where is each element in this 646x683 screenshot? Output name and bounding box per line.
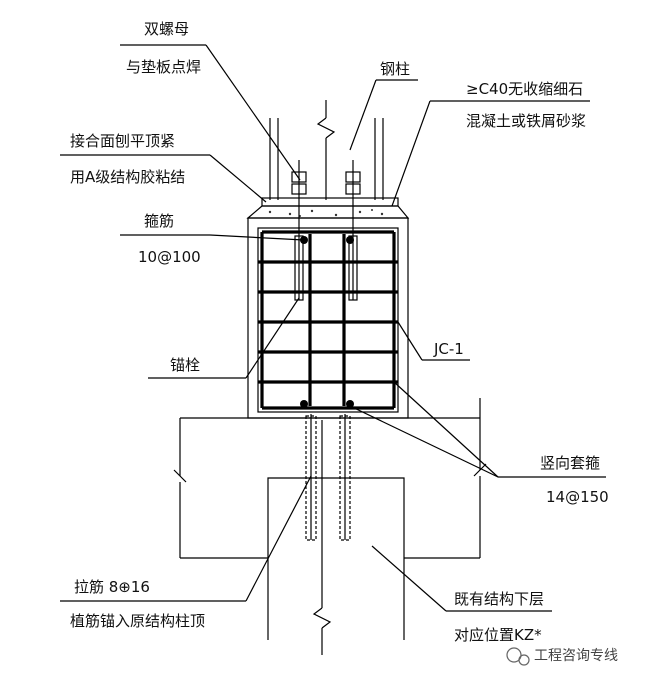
jc-1-block — [247, 217, 409, 419]
label-double-nut-weld: 与垫板点焊 — [126, 58, 201, 76]
label-vertical-stirrup: 竖向套箍 — [540, 454, 600, 472]
label-anchor-bolt: 锚栓 — [170, 356, 200, 374]
watermark-text: 工程咨询专线 — [534, 648, 618, 664]
label-tie-bar-anchor: 植筋锚入原结构柱顶 — [70, 612, 205, 630]
grout-layer — [246, 205, 410, 219]
leader-lines — [60, 44, 606, 612]
steel-column — [261, 100, 399, 207]
label-existing-kz: 对应位置KZ* — [454, 626, 542, 644]
label-anchor-bar: 箍筋 — [144, 212, 174, 230]
label-jc-1: JC-1 — [433, 340, 464, 358]
label-existing-structure: 既有结构下层 — [454, 590, 544, 608]
watermark: 工程咨询专线 — [506, 647, 618, 666]
label-steel-column: 钢柱 — [380, 60, 410, 78]
label-anchor-bar-spec: 10@100 — [138, 248, 201, 266]
label-tie-bar: 拉筋 8⊕16 — [74, 578, 150, 596]
label-grout-1: ≥C40无收缩细石 — [466, 80, 583, 98]
planted-tie-bars — [305, 414, 351, 541]
label-double-nut: 双螺母 — [144, 20, 189, 38]
label-joint-1: 接合面刨平顶紧 — [70, 132, 175, 150]
wechat-icon — [506, 647, 522, 663]
anchor-bolts — [291, 160, 361, 301]
label-grout-2: 混凝土或铁屑砂浆 — [466, 112, 586, 130]
existing-column-kz — [267, 420, 405, 655]
label-joint-2: 用A级结构胶粘结 — [70, 168, 185, 186]
label-vertical-stirrup-spec: 14@150 — [546, 488, 609, 506]
existing-slab — [173, 398, 487, 559]
